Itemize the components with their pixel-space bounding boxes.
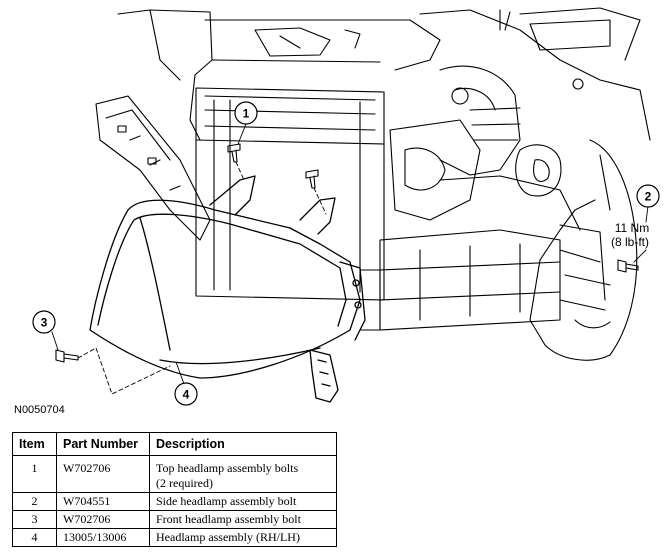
callout-2: 2 (636, 184, 660, 208)
svg-text:3: 3 (41, 316, 48, 330)
bolt-leader-lines (77, 161, 327, 395)
callout-leaders (51, 123, 649, 385)
header-item: Item (12, 432, 57, 456)
bolt-front (55, 349, 79, 363)
table-row: 1 W702706 Top headlamp assembly bolts (2… (12, 455, 337, 493)
torque-lbft: (8 lb-ft) (611, 235, 649, 249)
torque-nm: 11 Nm (615, 221, 649, 235)
row-description: Side headlamp assembly bolt (149, 492, 337, 511)
table-row: 2 W704551 Side headlamp assembly bolt (12, 492, 337, 511)
header-description: Description (149, 432, 337, 456)
table-row: 3 W702706 Front headlamp assembly bolt (12, 510, 337, 529)
callout-4: 4 (174, 382, 198, 406)
bumper-beam (359, 175, 581, 331)
row-part-number: 13005/13006 (56, 528, 150, 547)
row-description: Top headlamp assembly bolts (2 required) (149, 455, 337, 493)
table-header-row: Item Part Number Description (12, 432, 337, 456)
header-part-number: Part Number (56, 432, 150, 456)
svg-text:1: 1 (243, 107, 250, 121)
row-item: 3 (12, 510, 57, 529)
row-part-number: W704551 (56, 492, 150, 511)
row-description-line1: Top headlamp assembly bolts (156, 461, 299, 475)
row-description: Headlamp assembly (RH/LH) (149, 528, 337, 547)
svg-text:2: 2 (645, 190, 652, 204)
row-item: 2 (12, 492, 57, 511)
bolt-side (617, 259, 639, 273)
row-description: Front headlamp assembly bolt (149, 510, 337, 529)
headlamp-assembly (89, 175, 366, 403)
callout-3: 3 (32, 310, 56, 334)
left-bracket (95, 95, 211, 241)
bolt-top-left (227, 143, 241, 163)
row-item: 1 (12, 455, 57, 493)
fender-apron (529, 139, 638, 361)
figure-id: N0050704 (14, 404, 65, 416)
callout-1: 1 (234, 101, 258, 125)
row-part-number: W702706 (56, 510, 150, 529)
row-item: 4 (12, 528, 57, 547)
bolt-top-right (305, 169, 319, 189)
engine-compartment (389, 7, 651, 221)
row-part-number: W702706 (56, 455, 150, 493)
headlamp-removal-diagram: 1 2 3 4 11 Nm (8 lb-ft) (32, 7, 660, 406)
table-row: 4 13005/13006 Headlamp assembly (RH/LH) (12, 528, 337, 547)
row-description-line2: (2 required) (156, 476, 213, 490)
parts-table: Item Part Number Description 1 W702706 T… (12, 432, 337, 547)
svg-text:4: 4 (183, 388, 190, 402)
